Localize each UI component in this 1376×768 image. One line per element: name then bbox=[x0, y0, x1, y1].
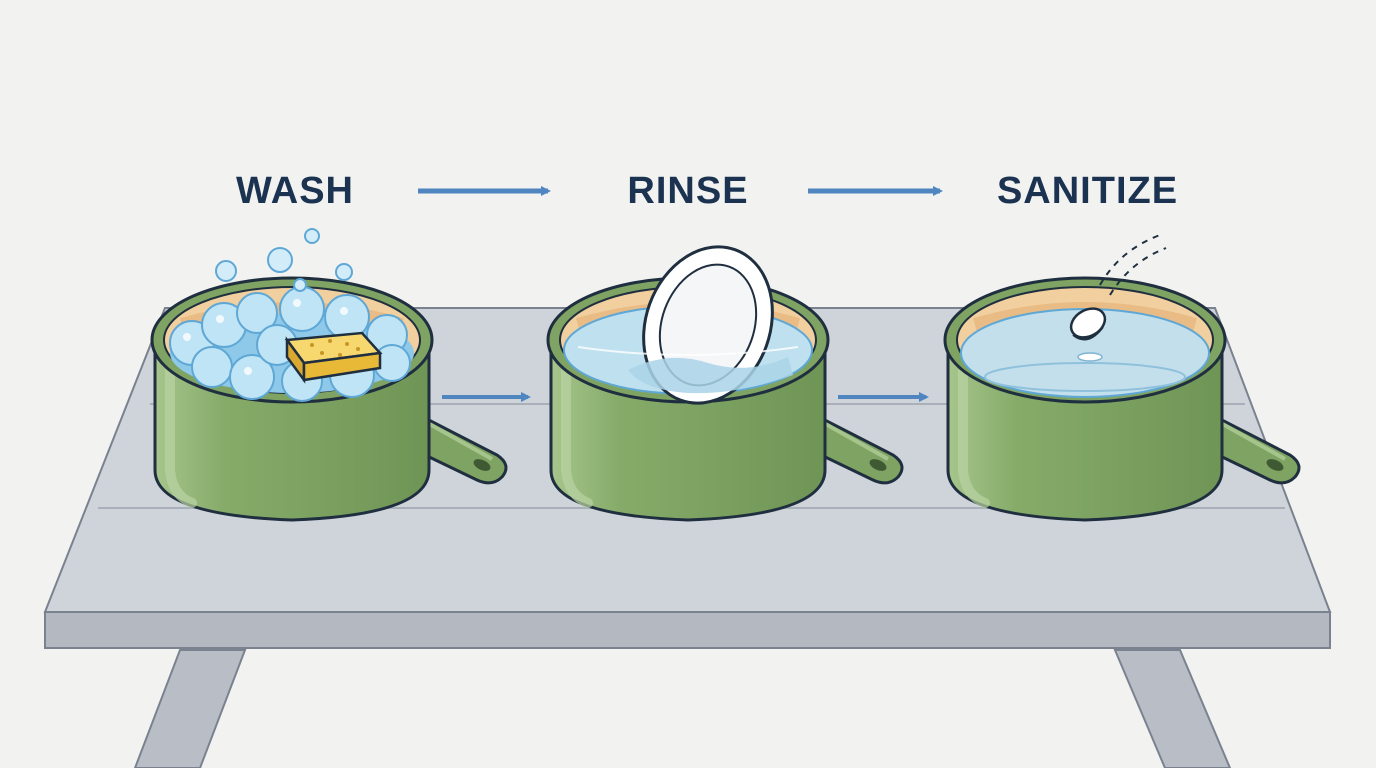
table-leg-right bbox=[1113, 649, 1232, 768]
wash-pot bbox=[152, 278, 506, 520]
step-label-rinse: RINSE bbox=[627, 170, 749, 212]
bubble-icon bbox=[169, 286, 411, 402]
sponge-icon bbox=[284, 331, 383, 384]
step-label-wash: WASH bbox=[236, 170, 354, 212]
motion-lines bbox=[1099, 234, 1167, 296]
tablet-icon bbox=[1069, 307, 1107, 341]
step-label-sanitize: SANITIZE bbox=[996, 170, 1179, 212]
sanitize-pot bbox=[945, 278, 1299, 520]
table-edge bbox=[44, 611, 1331, 649]
bubble-icon bbox=[215, 228, 353, 292]
rinse-pot bbox=[548, 245, 902, 520]
soapy-water bbox=[169, 286, 414, 402]
table-leg-left bbox=[133, 649, 247, 768]
